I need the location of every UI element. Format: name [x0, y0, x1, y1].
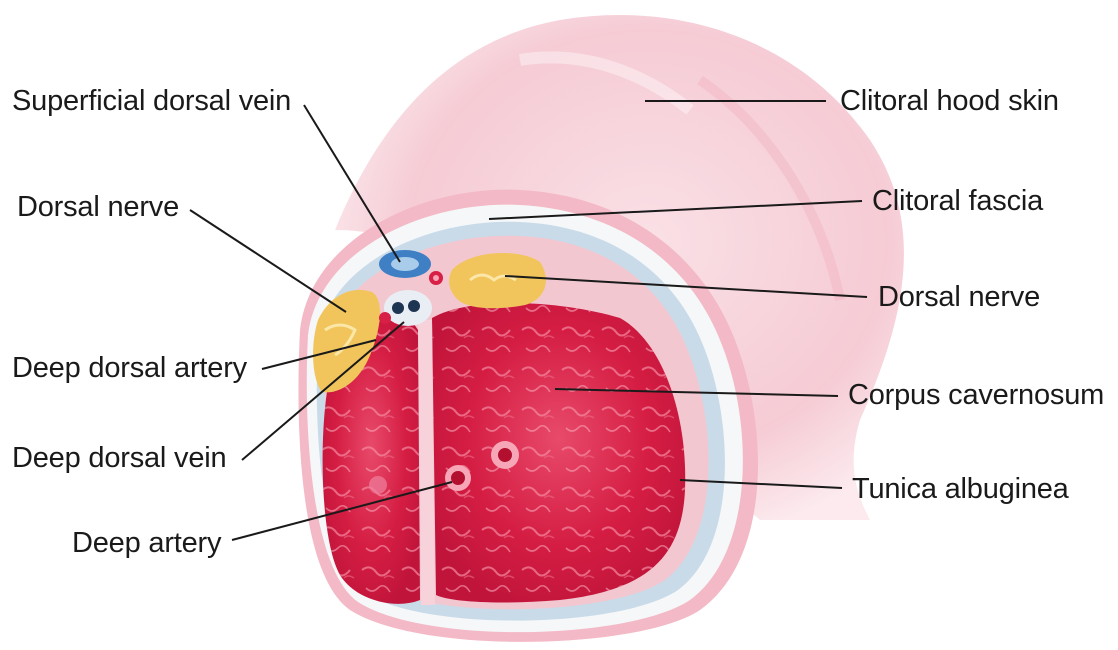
label-superficial-dorsal-vein: Superficial dorsal vein	[12, 84, 291, 118]
label-deep-dorsal-artery: Deep dorsal artery	[12, 351, 247, 385]
label-dorsal-nerve-right: Dorsal nerve	[878, 280, 1040, 314]
label-corpus-cavernosum: Corpus cavernosum	[848, 378, 1104, 412]
leader-dorsal-nerve-left	[190, 210, 346, 312]
deep-artery-left	[445, 465, 471, 491]
label-deep-artery: Deep artery	[72, 526, 221, 560]
septum	[425, 320, 428, 605]
label-clitoral-hood-skin: Clitoral hood skin	[840, 84, 1059, 118]
superficial-dorsal-vein-shape	[379, 250, 431, 278]
label-dorsal-nerve-left: Dorsal nerve	[17, 190, 179, 224]
label-tunica-albuginea: Tunica albuginea	[852, 472, 1069, 506]
deep-dorsal-vein-shape	[384, 290, 432, 326]
label-clitoral-fascia: Clitoral fascia	[872, 184, 1043, 218]
deep-artery-right	[491, 441, 519, 469]
label-deep-dorsal-vein: Deep dorsal vein	[12, 441, 226, 475]
